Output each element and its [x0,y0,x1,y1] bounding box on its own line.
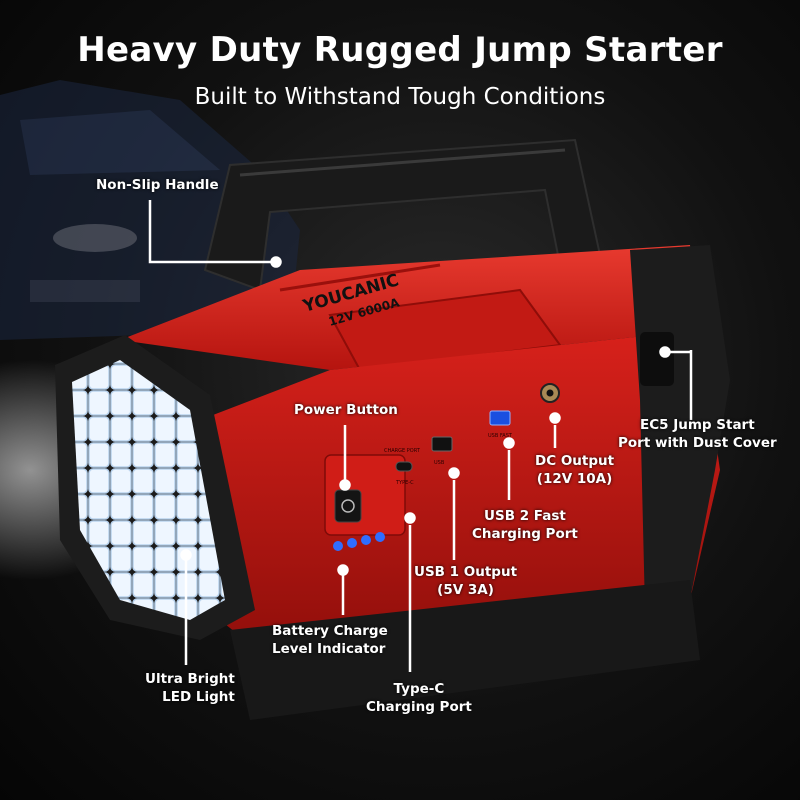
callout-battery-line2: Level Indicator [272,641,386,657]
power-button [334,489,362,523]
callout-power-button-text: Power Button [294,402,398,418]
type-c-port [395,461,413,472]
port-print-usb: USB [434,460,445,466]
callout-led-line1: Ultra Bright [145,671,235,687]
callout-typec: Type-C Charging Port [366,680,472,716]
page-subtitle: Built to Withstand Tough Conditions [194,84,606,110]
port-print-charge: CHARGE PORT [384,448,421,454]
callout-dc-output-line2: (12V 10A) [536,471,613,487]
callout-usb1-line2: (5V 3A) [437,582,494,598]
usb2-port [489,410,511,426]
callout-handle: Non-Slip Handle [96,176,219,194]
port-print-typec: TYPE-C [395,480,414,486]
callout-lines [148,200,693,672]
callout-usb1: USB 1 Output (5V 3A) [414,563,517,599]
callout-dc-output: DC Output (12V 10A) [535,452,614,488]
callout-typec-line1: Type-C [393,681,445,697]
usb1-port [431,436,453,452]
indicator-led-2 [347,538,357,548]
ec5-port-cover [640,332,674,386]
indicator-led-3 [361,535,371,545]
led-light [55,335,255,640]
callout-ec5: EC5 Jump Start Port with Dust Cover [618,416,777,452]
callout-usb2-line2: Charging Port [472,526,578,542]
callout-ec5-line2: Port with Dust Cover [618,435,777,451]
callout-dc-output-line1: DC Output [535,453,615,469]
callout-battery: Battery Charge Level Indicator [272,622,388,658]
indicator-led-1 [333,541,343,551]
callout-battery-line1: Battery Charge [272,623,388,639]
port-print-usb-fast: USB FAST [488,433,513,439]
callout-power-button: Power Button [294,401,398,419]
callout-handle-text: Non-Slip Handle [96,177,219,193]
callout-led: Ultra Bright LED Light [145,670,235,706]
callout-typec-line2: Charging Port [366,699,472,715]
main-body [120,245,730,720]
callout-led-line2: LED Light [162,689,235,705]
callout-usb1-line1: USB 1 Output [414,564,518,580]
callout-usb2: USB 2 Fast Charging Port [472,507,578,543]
callout-usb2-line1: USB 2 Fast [484,508,566,524]
callout-ec5-line1: EC5 Jump Start [639,417,755,433]
indicator-led-4 [375,532,385,542]
page-title: Heavy Duty Rugged Jump Starter [77,30,723,70]
